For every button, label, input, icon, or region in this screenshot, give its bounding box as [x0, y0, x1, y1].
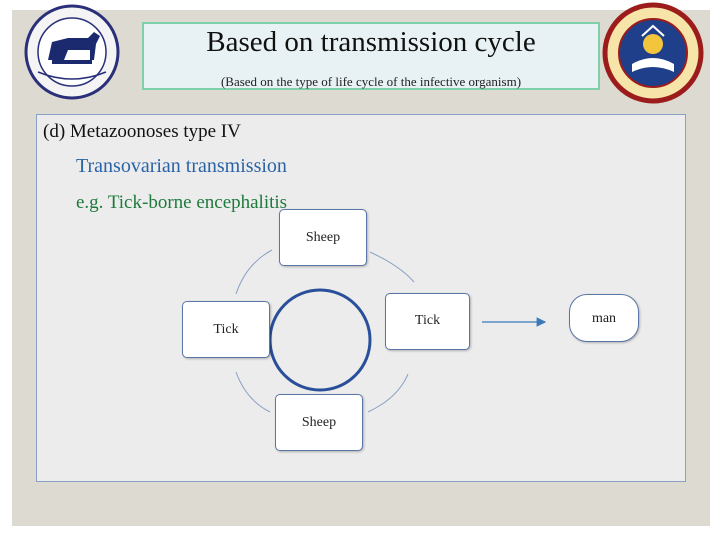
- section-heading: (d) Metazoonoses type IV: [43, 121, 241, 142]
- transmission-type: Transovarian transmission: [76, 155, 287, 177]
- cycle-circle: [268, 288, 372, 392]
- node-sheep-bottom-label: Sheep: [301, 415, 337, 430]
- college-logo: [602, 2, 704, 104]
- connector-top-right: [369, 251, 415, 283]
- node-sheep-top: Sheep: [279, 209, 367, 266]
- page-subtitle: (Based on the type of life cycle of the …: [220, 74, 522, 89]
- connector-top-left: [235, 249, 273, 295]
- node-tick-right: Tick: [385, 293, 470, 350]
- node-tick-left-label: Tick: [213, 322, 239, 337]
- university-logo: [24, 4, 120, 100]
- node-tick-right-label: Tick: [414, 313, 441, 328]
- title-box: Based on transmission cycle (Based on th…: [142, 22, 600, 90]
- example-text: e.g. Tick-borne encephalitis: [76, 192, 288, 213]
- page-title: Based on transmission cycle: [206, 26, 536, 58]
- connector-bottom-right: [367, 373, 409, 413]
- node-sheep-bottom: Sheep: [275, 394, 363, 451]
- node-tick-left: Tick: [182, 301, 270, 358]
- node-man: man: [569, 294, 639, 342]
- connector-bottom-left: [235, 371, 271, 413]
- node-man-label: man: [591, 311, 617, 326]
- node-sheep-top-label: Sheep: [305, 230, 341, 245]
